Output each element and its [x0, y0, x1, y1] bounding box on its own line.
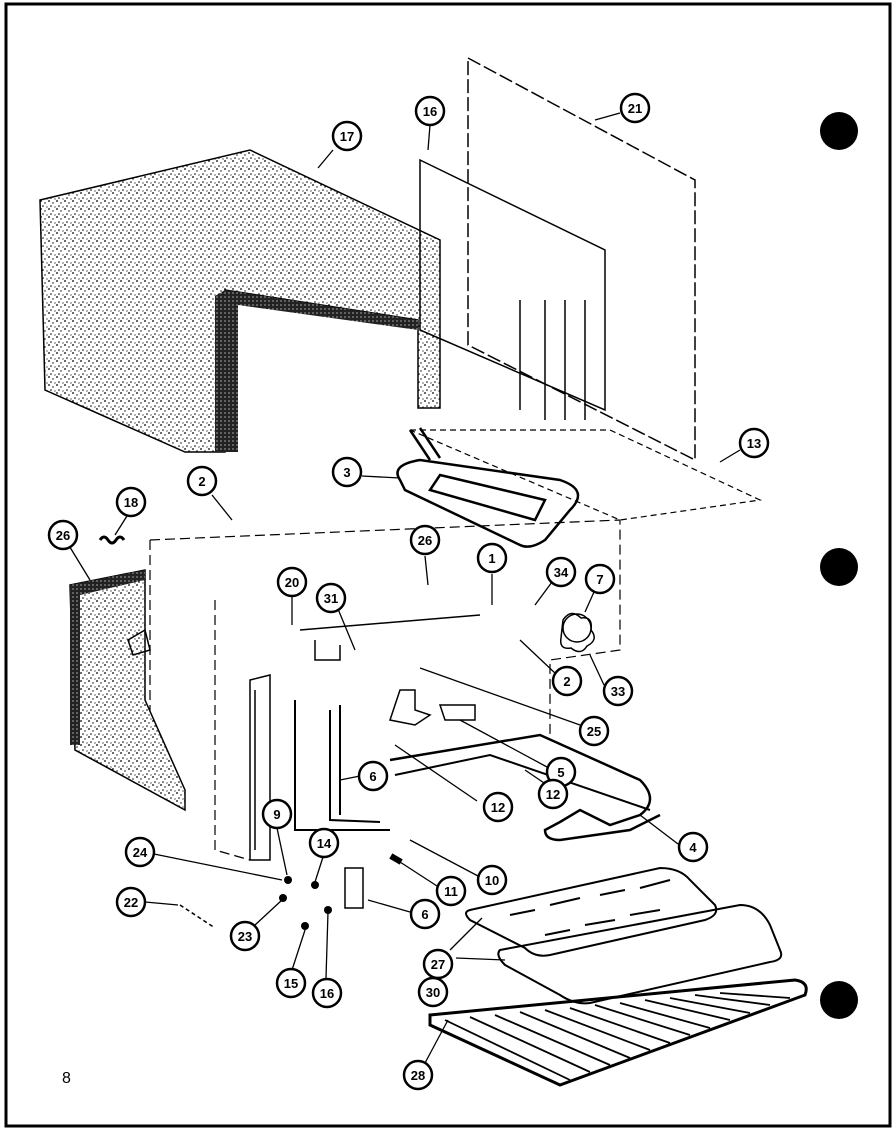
callout-4: 4 [677, 831, 709, 863]
callout-15-label: 15 [284, 976, 298, 991]
callout-20-label: 20 [285, 575, 299, 590]
door-liner [69, 569, 186, 812]
callout-16-low-label: 16 [320, 986, 334, 1001]
callout-13-label: 13 [747, 436, 761, 451]
callout-9: 9 [261, 798, 293, 830]
callout-11-label: 11 [444, 884, 458, 899]
callout-12-a-label: 12 [491, 800, 505, 815]
callout-30-label: 30 [426, 985, 440, 1000]
callout-6-mid-label: 6 [369, 769, 376, 784]
callout-6-mid: 6 [357, 760, 389, 792]
drawer-guide [179, 904, 216, 929]
spring [98, 535, 126, 545]
callout-28: 28 [402, 1059, 434, 1091]
callout-23: 23 [229, 920, 261, 952]
callout-22: 22 [115, 886, 147, 918]
callout-26-left: 26 [47, 519, 79, 551]
back-panel [467, 56, 696, 462]
insulation-wrap [39, 149, 441, 453]
callout-27: 27 [422, 948, 454, 980]
callout-34: 34 [545, 556, 577, 588]
callout-9-label: 9 [273, 807, 280, 822]
callout-12-b-label: 12 [546, 787, 560, 802]
callout-21: 21 [619, 92, 651, 124]
callout-21-label: 21 [628, 101, 642, 116]
callout-30: 30 [417, 976, 449, 1008]
callout-2-left: 2 [186, 465, 218, 497]
callout-31: 31 [315, 582, 347, 614]
callout-2-right: 2 [551, 665, 583, 697]
callout-25: 25 [578, 715, 610, 747]
thermostat-bracket [389, 689, 476, 726]
callout-24-label: 24 [133, 845, 148, 860]
callout-33-label: 33 [611, 684, 625, 699]
callout-12-b: 12 [537, 778, 569, 810]
binder-hole-bottom [820, 981, 858, 1019]
wiring-strip [249, 674, 271, 861]
callout-20: 20 [276, 566, 308, 598]
callout-1: 1 [476, 542, 508, 574]
callout-31-label: 31 [324, 591, 338, 606]
bake-element-inner [394, 753, 651, 811]
callout-16-top: 16 [414, 95, 446, 127]
broil-element [396, 427, 580, 548]
callout-34-label: 34 [554, 565, 569, 580]
callout-2-right-label: 2 [563, 674, 570, 689]
callout-1-label: 1 [488, 551, 495, 566]
callout-6-low-label: 6 [421, 907, 428, 922]
callout-12-a: 12 [482, 791, 514, 823]
page-border [4, 2, 892, 1128]
binder-hole-middle [820, 548, 858, 586]
callout-16-top-label: 16 [423, 104, 437, 119]
callout-26-mid-label: 26 [418, 533, 432, 548]
callout-7: 7 [584, 563, 616, 595]
callout-4-label: 4 [689, 840, 697, 855]
callout-24: 24 [124, 836, 156, 868]
callout-15: 15 [275, 967, 307, 999]
callout-2-left-label: 2 [198, 474, 205, 489]
callout-18: 18 [115, 486, 147, 518]
callout-17-label: 17 [340, 129, 354, 144]
callout-18-label: 18 [124, 495, 138, 510]
oven-rack [428, 978, 808, 1087]
callout-6-low: 6 [409, 898, 441, 930]
callout-3-label: 3 [343, 465, 350, 480]
callout-26-left-label: 26 [56, 528, 70, 543]
callout-25-label: 25 [587, 724, 601, 739]
callout-26-mid: 26 [409, 524, 441, 556]
callout-17: 17 [331, 120, 363, 152]
callout-16-low: 16 [311, 977, 343, 1009]
callout-11: 11 [435, 875, 467, 907]
callout-10-label: 10 [485, 873, 499, 888]
callout-10: 10 [476, 864, 508, 896]
broiler-pan [497, 903, 783, 1005]
callout-5-label: 5 [557, 765, 564, 780]
side-element [294, 700, 390, 831]
callout-33: 33 [602, 675, 634, 707]
broiler-pan-insert [465, 866, 718, 957]
rear-duct-plate [419, 158, 606, 420]
binder-hole-top [820, 112, 858, 150]
callout-13: 13 [738, 427, 770, 459]
convection-fan [559, 612, 595, 653]
callout-27-label: 27 [431, 957, 445, 972]
oven-top-plate [409, 429, 763, 521]
page-number: 8 [62, 1070, 71, 1087]
callout-28-label: 28 [411, 1068, 425, 1083]
callout-3: 3 [331, 456, 363, 488]
bake-element [389, 733, 661, 842]
callout-14-label: 14 [317, 836, 332, 851]
callout-14: 14 [308, 827, 340, 859]
callout-7-label: 7 [596, 572, 603, 587]
lower-hardware [279, 853, 403, 930]
callout-23-label: 23 [238, 929, 252, 944]
leader-lines [67, 112, 741, 1064]
front-frame [299, 614, 481, 661]
callout-22-label: 22 [124, 895, 138, 910]
